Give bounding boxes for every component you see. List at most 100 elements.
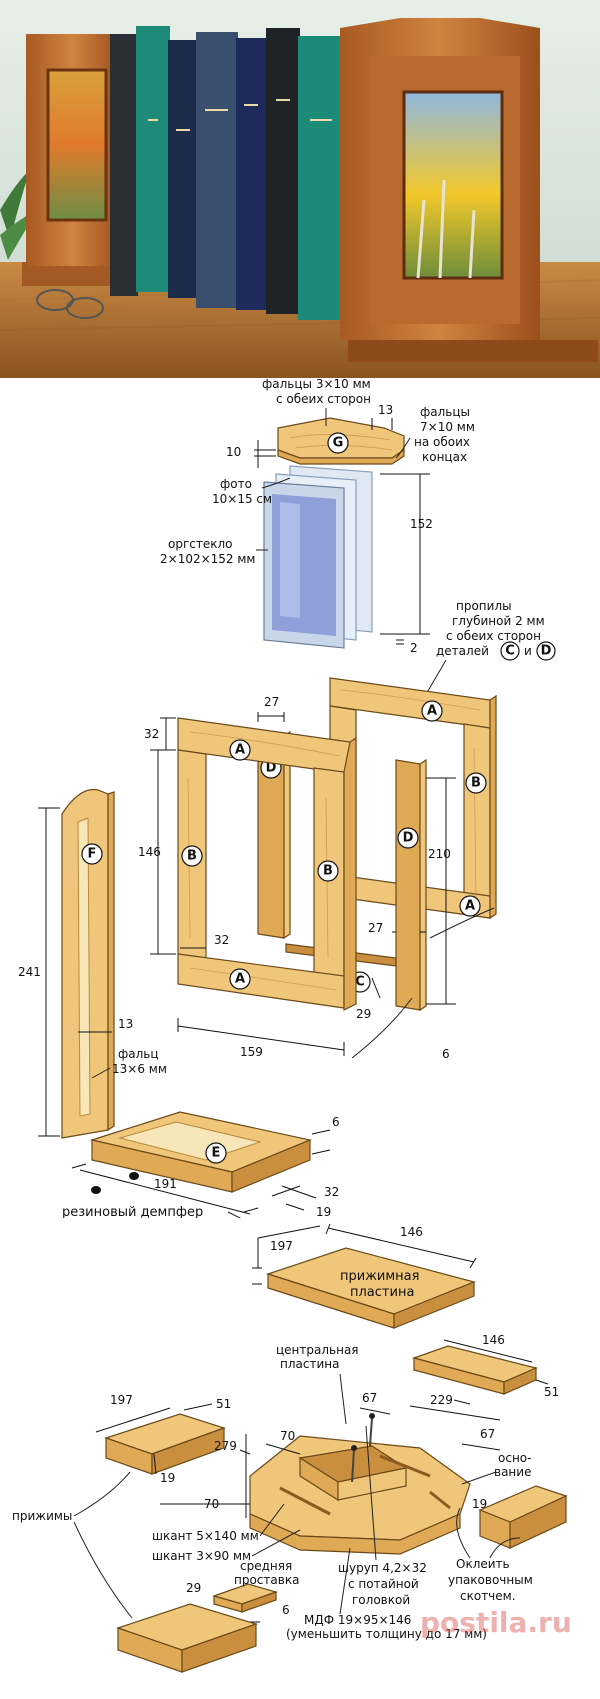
dim-51a: 51	[544, 1385, 559, 1399]
kerf-label-4: деталей	[436, 644, 489, 658]
rabbet-g-label-2: с обеих сторон	[276, 392, 371, 406]
dim-32c: 32	[324, 1185, 339, 1199]
clamp-plate-label-2: пластина	[350, 1285, 414, 1300]
middle-spacer	[212, 1583, 278, 1613]
dim-19b: 19	[160, 1471, 175, 1485]
part-label-b-back-right: B	[471, 776, 481, 791]
rubber-foot	[129, 1172, 139, 1180]
dim-32a: 32	[144, 727, 159, 741]
part-f: F	[61, 788, 115, 1139]
part-label-d-left: D	[266, 761, 277, 776]
spacer-label-1: средняя	[240, 1559, 292, 1573]
acrylic-size: 2×102×152 мм	[160, 552, 255, 566]
part-label-a-front-bottom: A	[235, 972, 245, 987]
dim-27a: 27	[264, 695, 279, 709]
kerf-label-2: глубиной 2 мм	[452, 614, 545, 628]
dim-13b: 13	[118, 1017, 133, 1031]
dim-67b: 67	[480, 1427, 495, 1441]
dim-2: 2	[410, 641, 418, 655]
clamp-plate-label-1: прижимная	[340, 1269, 419, 1284]
rabbet-f-label-1: фальц	[118, 1047, 159, 1061]
clamp-block-right-bottom	[478, 1485, 568, 1549]
dim-10: 10	[226, 445, 241, 459]
front-frame: A B B A	[177, 717, 357, 1011]
clamp-block-left-top	[104, 1413, 226, 1475]
kerf-and: и	[524, 644, 532, 658]
part-label-a-back-top: A	[427, 704, 437, 719]
base-label-2: вание	[494, 1465, 531, 1479]
center-plate-label-1: центральная	[276, 1343, 359, 1357]
clamp-block-left-bottom	[116, 1603, 258, 1673]
base-label-1: осно-	[498, 1451, 531, 1465]
mdf-label-2: (уменьшить толщину до 17 мм)	[286, 1627, 487, 1641]
center-plate-label-2: пластина	[280, 1357, 339, 1371]
dim-197a: 197	[270, 1239, 293, 1253]
frame-exploded-diagram: G фальцы 3×10 мм с обеих сторон 13 фальц…	[18, 378, 556, 1218]
rabbet-g-label: фальцы 3×10 мм	[262, 378, 371, 391]
screw-label-2: с потайной	[348, 1577, 419, 1591]
dim-241: 241	[18, 965, 41, 979]
screw-label-1: шуруп 4,2×32	[338, 1561, 427, 1575]
rabbet-ends-2: 7×10 мм	[420, 420, 475, 434]
bookends-photo	[0, 0, 600, 378]
rabbet-ends-3: на обоих	[414, 435, 470, 449]
part-label-e: E	[212, 1146, 221, 1161]
dim-146a: 146	[400, 1225, 423, 1239]
dim-279: 279	[214, 1439, 237, 1453]
clamp-plate-top: прижимная пластина	[266, 1247, 476, 1329]
acrylic-and-photo	[263, 465, 373, 649]
dim-32b: 32	[214, 933, 229, 947]
kerf-label-1: пропилы	[456, 599, 512, 613]
rubber-foot	[91, 1186, 101, 1194]
spacer-label-2: проставка	[234, 1573, 299, 1587]
dim-210: 210	[428, 847, 451, 861]
clamps-label: прижимы	[12, 1509, 72, 1523]
part-label-d-right: D	[403, 831, 414, 846]
part-e-base: E	[89, 1111, 313, 1194]
dim-6: 6	[282, 1603, 290, 1617]
part-label-g: G	[333, 436, 344, 451]
dim-27b: 27	[368, 921, 383, 935]
part-label-c: C	[355, 975, 365, 990]
damper-label: резиновый демпфер	[62, 1205, 203, 1218]
dowel-label-1: шкант 5×140 мм	[152, 1529, 259, 1543]
rabbet-f-label-2: 13×6 мм	[112, 1062, 167, 1076]
dim-51b: 51	[216, 1397, 231, 1411]
tape-label-1: Оклеить	[456, 1557, 510, 1571]
screw-label-3: головкой	[352, 1593, 410, 1607]
tape-label-2: упаковочным	[448, 1573, 533, 1587]
clamp-block-right-top	[411, 1345, 538, 1395]
kerf-part-d: D	[541, 644, 552, 659]
part-label-b-front-right: B	[323, 864, 333, 879]
photo-size: 10×15 см	[212, 492, 272, 506]
part-d-left: D	[257, 730, 291, 940]
dim-29: 29	[186, 1581, 201, 1595]
part-label-a-back-bottom: A	[465, 899, 475, 914]
part-g-cap: G	[277, 417, 405, 465]
dim-19: 19	[316, 1205, 331, 1218]
dim-19a: 19	[472, 1497, 487, 1511]
dim-197b: 197	[110, 1393, 133, 1407]
glue-jig-diagram: прижимная пластина 146 197 146 51 центра…	[12, 1223, 572, 1673]
part-label-a-front-top: A	[235, 743, 245, 758]
jig-base	[249, 1413, 471, 1555]
dim-229: 229	[430, 1393, 453, 1407]
dim-191: 191	[154, 1177, 177, 1191]
dim-159: 159	[240, 1045, 263, 1059]
kerf-label-3: с обеих сторон	[446, 629, 541, 643]
dim-67a: 67	[362, 1391, 377, 1405]
watermark: postila.ru	[420, 1606, 572, 1639]
dowel-label-2: шкант 3×90 мм	[152, 1549, 251, 1563]
dim-6b: 6	[332, 1115, 340, 1129]
acrylic-label: оргстекло	[168, 537, 233, 551]
dim-29: 29	[356, 1007, 371, 1021]
part-label-b-front-left: B	[187, 849, 197, 864]
photo-label: фото	[220, 477, 252, 491]
dim-70a: 70	[280, 1429, 295, 1443]
mdf-label-1: МДФ 19×95×146	[304, 1613, 411, 1627]
rabbet-ends-1: фальцы	[420, 405, 470, 419]
dim-13a: 13	[378, 403, 393, 417]
dim-146: 146	[138, 845, 161, 859]
dim-146b: 146	[482, 1333, 505, 1347]
part-label-f: F	[88, 847, 97, 862]
